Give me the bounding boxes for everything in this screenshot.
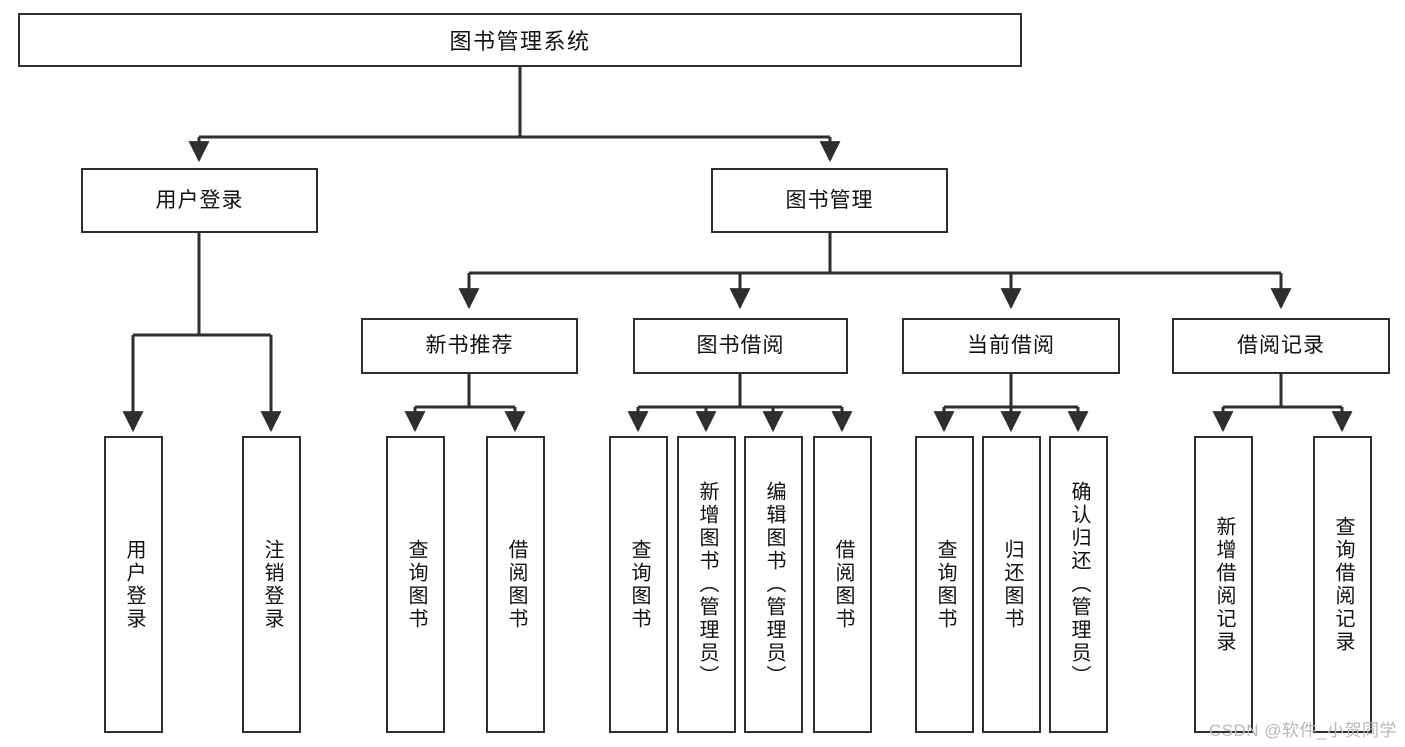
leaf-query-book-new-label: 查询图书 [405, 538, 427, 631]
leaf-query-book-new[interactable]: 查询图书 [386, 436, 445, 733]
leaf-confirm-return-admin-label: 确认归还（管理员） [1068, 481, 1090, 688]
leaf-query-borrow-record-label: 查询借阅记录 [1332, 515, 1354, 654]
leaf-query-book-borrow[interactable]: 查询图书 [609, 436, 668, 733]
leaf-add-book-admin-label: 新增图书（管理员） [696, 481, 718, 688]
leaf-query-book-current[interactable]: 查询图书 [915, 436, 974, 733]
node-user-login-label: 用户登录 [155, 188, 244, 212]
leaf-borrow-book-label: 借阅图书 [832, 538, 854, 631]
leaf-return-book[interactable]: 归还图书 [982, 436, 1041, 733]
leaf-edit-book-admin-label: 编辑图书（管理员） [763, 481, 785, 688]
node-borrow-records-label: 借阅记录 [1237, 334, 1325, 358]
node-borrow-records[interactable]: 借阅记录 [1172, 318, 1390, 374]
leaf-return-book-label: 归还图书 [1001, 538, 1023, 631]
node-book-management-label: 图书管理 [785, 188, 874, 212]
leaf-add-borrow-record[interactable]: 新增借阅记录 [1194, 436, 1253, 733]
leaf-logout-label: 注销登录 [261, 538, 283, 631]
leaf-user-login-label: 用户登录 [123, 538, 145, 631]
leaf-borrow-book-new-label: 借阅图书 [505, 538, 527, 631]
leaf-logout[interactable]: 注销登录 [242, 436, 301, 733]
node-root[interactable]: 图书管理系统 [18, 13, 1022, 67]
leaf-add-borrow-record-label: 新增借阅记录 [1213, 515, 1235, 654]
node-user-login[interactable]: 用户登录 [81, 168, 318, 233]
node-book-management[interactable]: 图书管理 [711, 168, 948, 233]
leaf-query-borrow-record[interactable]: 查询借阅记录 [1313, 436, 1372, 733]
node-new-book-recommend-label: 新书推荐 [425, 334, 514, 358]
leaf-edit-book-admin[interactable]: 编辑图书（管理员） [744, 436, 803, 733]
node-current-borrow-label: 当前借阅 [967, 334, 1055, 358]
leaf-add-book-admin[interactable]: 新增图书（管理员） [677, 436, 736, 733]
leaf-query-book-current-label: 查询图书 [934, 538, 956, 631]
node-book-borrow[interactable]: 图书借阅 [633, 318, 848, 374]
node-current-borrow[interactable]: 当前借阅 [902, 318, 1120, 374]
node-root-label: 图书管理系统 [449, 29, 591, 54]
leaf-query-book-borrow-label: 查询图书 [628, 538, 650, 631]
leaf-confirm-return-admin[interactable]: 确认归还（管理员） [1049, 436, 1108, 733]
leaf-borrow-book[interactable]: 借阅图书 [813, 436, 872, 733]
leaf-borrow-book-new[interactable]: 借阅图书 [486, 436, 545, 733]
leaf-user-login[interactable]: 用户登录 [104, 436, 163, 733]
node-book-borrow-label: 图书借阅 [696, 334, 785, 358]
node-new-book-recommend[interactable]: 新书推荐 [361, 318, 578, 374]
